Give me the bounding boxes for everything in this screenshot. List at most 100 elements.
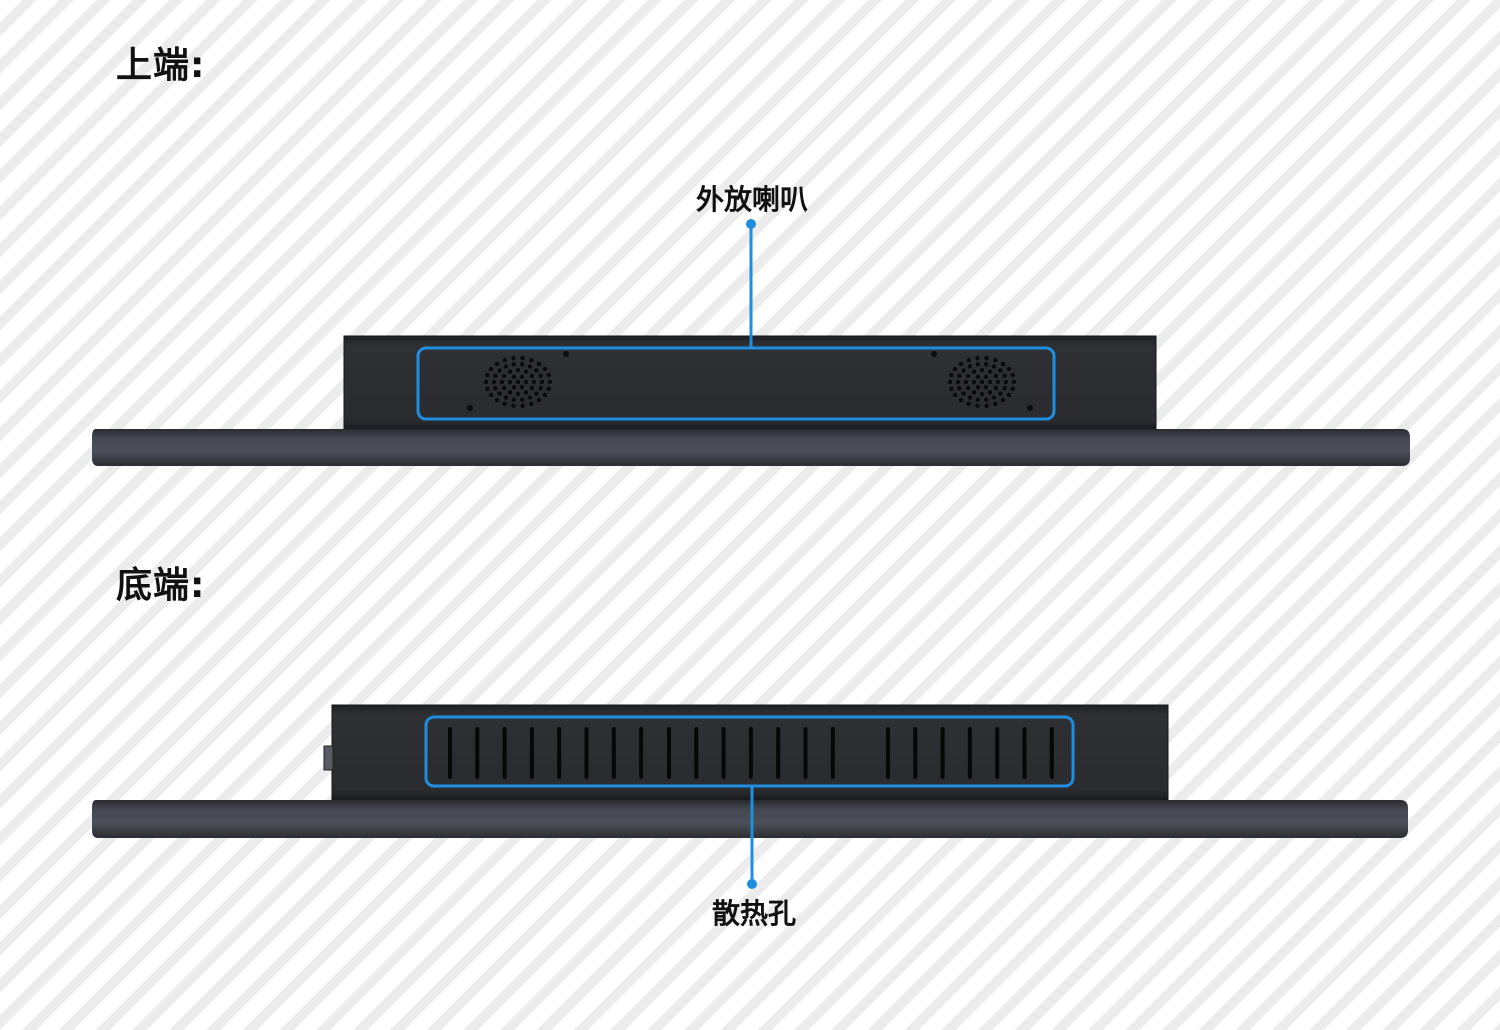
grille-hole: [529, 373, 535, 379]
vent-slot: [776, 727, 781, 779]
grille-hole: [995, 379, 1001, 385]
vent-slot: [748, 727, 753, 779]
grille-hole: [965, 385, 971, 391]
grille-hole: [987, 390, 993, 395]
grille-hole: [967, 364, 973, 369]
vent-slot: [639, 727, 644, 779]
grille-hole: [520, 356, 525, 361]
speaker-leader-dot: [746, 219, 756, 229]
grille-hole: [483, 379, 489, 385]
top-view-title: 上端:: [116, 45, 206, 86]
grille-hole: [975, 397, 980, 402]
side-connector-icon: [323, 745, 334, 771]
grille-hole: [523, 390, 529, 395]
grille-hole: [520, 362, 525, 367]
grille-hole: [542, 366, 548, 372]
grille-hole: [546, 373, 551, 378]
grille-hole: [947, 379, 953, 385]
speaker-highlight-box: [416, 346, 1056, 421]
grille-hole: [511, 397, 516, 402]
grille-hole: [542, 392, 548, 398]
grille-hole: [497, 391, 502, 396]
speaker-grille-icon: [947, 356, 1017, 408]
grille-hole: [529, 358, 534, 363]
vent-slot: [557, 727, 562, 779]
bottom-device-view: [92, 704, 1408, 889]
grille-hole: [1000, 397, 1006, 403]
grille-hole: [961, 368, 966, 373]
grille-hole: [979, 367, 985, 373]
grille-hole: [503, 395, 509, 400]
vent-highlight-box: [424, 715, 1075, 788]
grille-hole: [493, 386, 498, 391]
grille-hole: [998, 368, 1003, 373]
grille-hole: [515, 379, 521, 385]
vent-slot: [803, 727, 808, 779]
vent-slot: [611, 727, 616, 779]
grille-hole: [952, 366, 958, 372]
grille-hole: [1000, 361, 1006, 367]
vent-slot: [584, 727, 589, 779]
vent-slot: [448, 727, 452, 779]
grille-hole: [1006, 366, 1012, 372]
grille-hole: [507, 369, 513, 374]
grille-hole: [963, 379, 969, 385]
grille-hole: [511, 374, 517, 379]
grille-hole: [979, 379, 985, 385]
grille-hole: [527, 395, 533, 400]
grille-hole: [494, 397, 500, 403]
grille-hole: [983, 385, 989, 390]
grille-hole: [987, 379, 993, 385]
grille-hole: [958, 397, 964, 403]
grille-hole: [503, 364, 509, 369]
grille-hole: [519, 374, 525, 379]
top-front-bezel: [92, 429, 1410, 466]
grille-hole: [523, 369, 529, 374]
grille-hole: [984, 362, 989, 367]
grille-hole: [957, 386, 962, 391]
grille-hole: [497, 368, 502, 373]
vent-slot: [502, 727, 507, 779]
grille-hole: [965, 373, 971, 379]
vent-slot: [721, 727, 726, 779]
grille-hole: [984, 356, 989, 361]
grille-hole: [491, 379, 497, 385]
grille-hole: [984, 403, 989, 408]
vent-slot: [967, 727, 972, 779]
vent-slot: [529, 727, 534, 779]
grille-hole: [993, 373, 999, 379]
grille-hole: [955, 379, 961, 385]
grille-hole: [975, 374, 981, 379]
grille-hole: [975, 362, 980, 367]
grille-hole: [523, 379, 529, 385]
grille-hole: [1003, 379, 1009, 385]
grille-hole: [536, 361, 542, 367]
grille-hole: [967, 395, 973, 400]
grille-hole: [499, 379, 505, 385]
vent-slot: [995, 727, 1000, 779]
grille-hole: [971, 369, 977, 374]
grille-hole: [993, 401, 998, 406]
grille-hole: [534, 368, 539, 373]
vent-slot: [830, 727, 835, 779]
grille-hole: [502, 358, 507, 363]
grille-hole: [546, 386, 551, 391]
grille-hole: [1002, 386, 1007, 391]
grille-hole: [1002, 373, 1007, 378]
grille-hole: [1010, 386, 1015, 391]
grille-hole: [958, 361, 964, 367]
grille-hole: [485, 373, 490, 378]
grille-hole: [961, 391, 966, 396]
speaker-grille-icon: [483, 356, 553, 408]
vent-slot: [940, 727, 945, 779]
grille-hole: [511, 362, 516, 367]
grille-hole: [971, 390, 977, 395]
grille-hole: [529, 401, 534, 406]
speaker-callout-label: 外放喇叭: [696, 183, 809, 216]
grille-hole: [520, 397, 525, 402]
grille-hole: [527, 364, 533, 369]
grille-hole: [949, 386, 954, 391]
grille-hole: [971, 379, 977, 385]
grille-hole: [966, 358, 971, 363]
